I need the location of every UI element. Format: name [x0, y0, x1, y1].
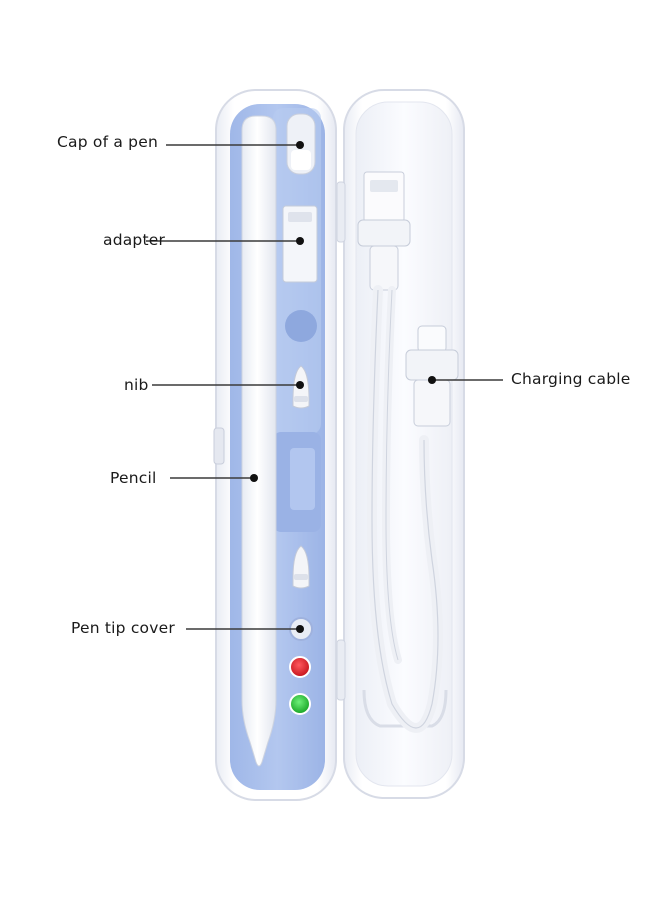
- label-pencil: Pencil: [110, 469, 157, 487]
- leader-dot-adapter: [296, 237, 304, 245]
- round-slot: [285, 310, 317, 342]
- nib-spare-illustration: [292, 545, 310, 589]
- green-indicator: [289, 693, 311, 715]
- leader-dot-charging-cable: [428, 376, 436, 384]
- charging-cable-illustration: [357, 171, 459, 733]
- label-cap-of-a-pen: Cap of a pen: [57, 133, 158, 151]
- leader-lines: [146, 141, 503, 633]
- label-adapter: adapter: [103, 231, 166, 249]
- label-nib: nib: [124, 376, 149, 394]
- leader-dot-pencil: [250, 474, 258, 482]
- label-pen-tip-cover: Pen tip cover: [71, 619, 175, 637]
- leader-dot-pen-tip-cover: [296, 625, 304, 633]
- red-indicator: [289, 656, 311, 678]
- label-charging-cable: Charging cable: [511, 370, 631, 388]
- leader-dot-cap: [296, 141, 304, 149]
- leader-dot-nib: [296, 381, 304, 389]
- pencil-illustration: [241, 115, 277, 767]
